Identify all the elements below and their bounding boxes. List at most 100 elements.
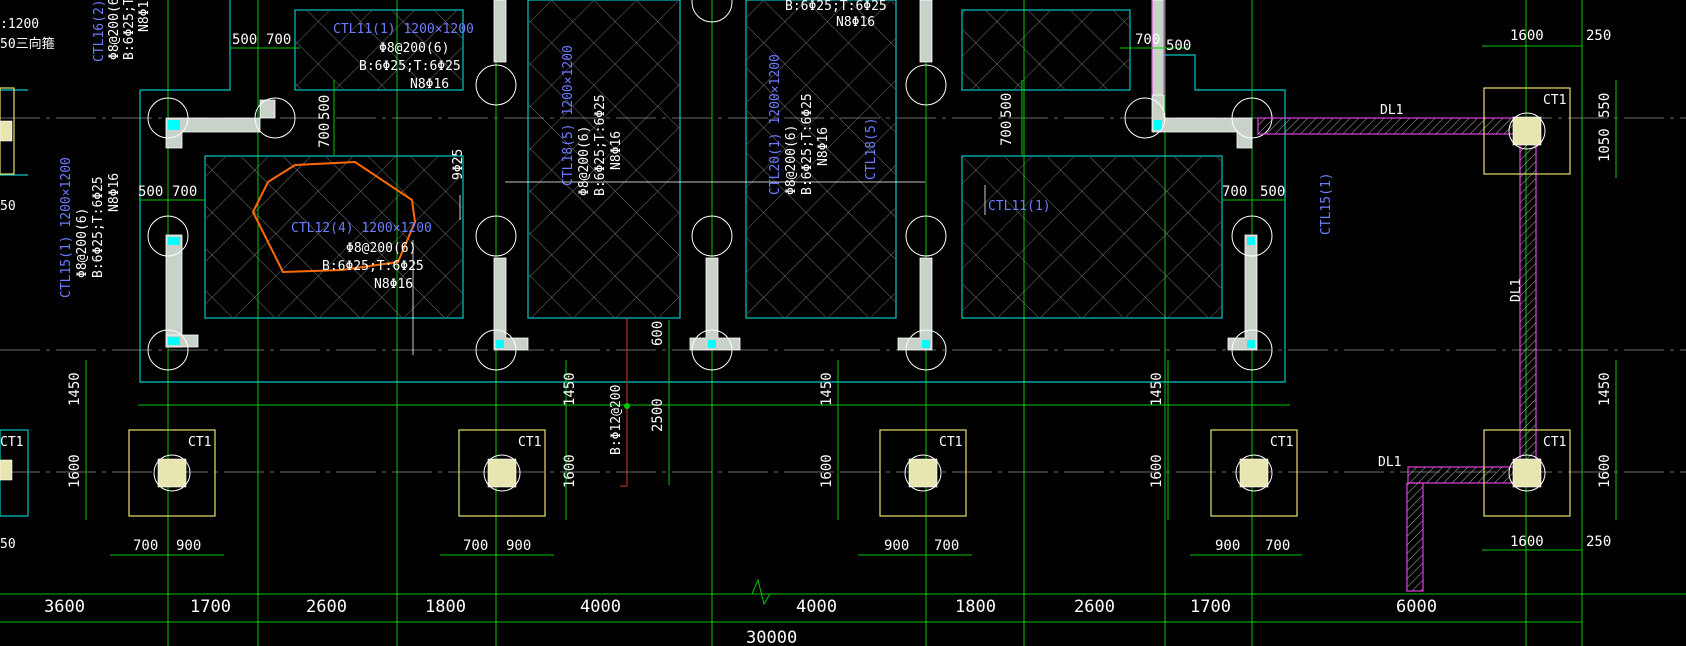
dim-500f: 500 bbox=[1260, 184, 1285, 200]
dim-c2: 700 bbox=[934, 538, 959, 554]
dim-d2: 700 bbox=[1265, 538, 1290, 554]
axis-dim-5: 4000 bbox=[580, 597, 621, 617]
dim-d1: 900 bbox=[1215, 538, 1240, 554]
dim-a1: 700 bbox=[133, 538, 158, 554]
axis-dim-3: 2600 bbox=[306, 597, 347, 617]
left-1200: :1200 bbox=[0, 17, 39, 32]
dim-1450e: 1450 bbox=[1597, 372, 1613, 406]
dim-1600c: 1600 bbox=[819, 454, 835, 488]
leader-node bbox=[624, 403, 630, 409]
dim-b2: 900 bbox=[506, 538, 531, 554]
dim-1600a: 1600 bbox=[67, 454, 83, 488]
ctl20-row2: B:6Φ25;T:6Φ25 bbox=[800, 93, 815, 195]
dim-500a: 500 bbox=[232, 32, 257, 48]
dl1-bottom-label: DL1 bbox=[1378, 455, 1401, 470]
ctl11-label: CTL11(1) 1200×1200 bbox=[333, 22, 474, 37]
dim-500d: 500 bbox=[1166, 38, 1191, 54]
pile-caps-ct1 bbox=[0, 87, 1571, 517]
ctl18-label: CTL18(5) 1200×1200 bbox=[561, 45, 576, 186]
ct1-label-2: CT1 bbox=[518, 435, 541, 450]
shear-wall-columns bbox=[165, 0, 1258, 351]
dim-1600e: 1600 bbox=[1597, 454, 1613, 488]
ctl20-label: CTL20(1) 1200×1200 bbox=[768, 54, 783, 195]
ctl15-left-row1: Φ8@200(6) bbox=[75, 208, 90, 278]
dim-a2: 900 bbox=[176, 538, 201, 554]
axis-dim-9: 1700 bbox=[1190, 597, 1231, 617]
revision-cloud bbox=[251, 160, 417, 274]
dim-700c: 700 bbox=[172, 184, 197, 200]
top-row1: B:6Φ25;T:6Φ25 bbox=[785, 0, 887, 14]
ctl12-row3: N8Φ16 bbox=[374, 277, 413, 292]
dim-500e: 500 bbox=[999, 93, 1015, 118]
dim-r250b: 250 bbox=[1586, 534, 1611, 550]
ctl15-left-row3: N8Φ16 bbox=[107, 173, 122, 212]
ctl12-row1: Φ8@200(6) bbox=[346, 241, 416, 256]
ctl11b-label: CTL11(1) bbox=[988, 199, 1051, 214]
dim-700b: 700 bbox=[317, 123, 333, 148]
axis-dimension-row: 3600 1700 2600 1800 4000 4000 1800 2600 … bbox=[44, 597, 1437, 646]
top-row2: N8Φ16 bbox=[836, 15, 875, 30]
dim-cap-bot: 1600 bbox=[1510, 534, 1544, 550]
axis-dim-1: 3600 bbox=[44, 597, 85, 617]
ct1-label-3: CT1 bbox=[939, 435, 962, 450]
ct1-label-5: CT1 bbox=[1543, 435, 1566, 450]
left-sanzhuang: 50三向箍 bbox=[0, 36, 55, 52]
ctl16-row2: B:6Φ25;T:6 bbox=[122, 0, 137, 60]
ctl11-row1: Φ8@200(6) bbox=[379, 41, 449, 56]
b-bottom-label: B:Φ12@200 bbox=[609, 385, 624, 455]
break-symbol bbox=[740, 578, 800, 606]
dim-c1: 900 bbox=[884, 538, 909, 554]
dim-1450a: 1450 bbox=[67, 372, 83, 406]
nine-phi25: 9Φ25 bbox=[451, 149, 466, 180]
dimension-lines bbox=[0, 45, 1686, 623]
dim-1450d: 1450 bbox=[1149, 372, 1165, 406]
ct1-label-left: CT1 bbox=[0, 435, 23, 450]
dim-1600d: 1600 bbox=[1149, 454, 1165, 488]
ctl16-row3: N8Φ16 bbox=[137, 0, 152, 32]
dim-r250a: 250 bbox=[1586, 28, 1611, 44]
pile-cap-hatching bbox=[206, 1, 1221, 317]
axis-dim-2: 1700 bbox=[190, 597, 231, 617]
ctl15-left-label: CTL15(1) 1200×1200 bbox=[59, 157, 74, 298]
annotation-leaders bbox=[412, 181, 986, 355]
ctl11-row3: N8Φ16 bbox=[410, 77, 449, 92]
dim-r550: 550 bbox=[1597, 93, 1613, 118]
axis-dim-4: 1800 bbox=[425, 597, 466, 617]
ctl20-row1: Φ8@200(6) bbox=[784, 125, 799, 195]
ctl15-right-label: CTL15(1) bbox=[1319, 172, 1334, 235]
slab-outline bbox=[0, 0, 1286, 517]
dl1-right-label: DL1 bbox=[1509, 279, 1524, 302]
dim-cap-top: 1600 bbox=[1510, 28, 1544, 44]
axis-dim-total: 30000 bbox=[746, 628, 797, 646]
wall-column-cores bbox=[168, 120, 1255, 348]
ctl18b-label: CTL18(5) bbox=[864, 117, 879, 180]
dimension-texts: 500 700 500 700 500 700 700 500 500 700 … bbox=[67, 28, 1613, 554]
ctl18-row3: N8Φ16 bbox=[609, 131, 624, 170]
ctl16-label: CTL16(2) 1 bbox=[92, 0, 107, 62]
dim-1450c: 1450 bbox=[819, 372, 835, 406]
dl1-top-label: DL1 bbox=[1380, 103, 1403, 118]
dim-700a: 700 bbox=[266, 32, 291, 48]
dim-r1050: 1050 bbox=[1597, 128, 1613, 162]
ct1-label-1: CT1 bbox=[188, 435, 211, 450]
ctl18-row2: B:6Φ25;T:6Φ25 bbox=[593, 94, 608, 196]
dim-500b: 500 bbox=[317, 95, 333, 120]
dim-b1: 700 bbox=[463, 538, 488, 554]
annotations-white: Φ8@200(6 B:6Φ25;T:6 N8Φ16 :1200 50三向箍 50… bbox=[0, 0, 1566, 552]
dim-500c: 500 bbox=[138, 184, 163, 200]
annotations-blue: CTL16(2) 1 CTL11(1) 1200×1200 CTL15(1) 1… bbox=[59, 0, 1334, 298]
axis-dim-8: 2600 bbox=[1074, 597, 1115, 617]
ctl20-row3: N8Φ16 bbox=[816, 127, 831, 166]
ground-beams bbox=[1257, 117, 1537, 592]
dim-1450b: 1450 bbox=[562, 372, 578, 406]
ct1-label-6: CT1 bbox=[1543, 93, 1566, 108]
dim-1600b: 1600 bbox=[562, 454, 578, 488]
axis-dim-6: 4000 bbox=[796, 597, 837, 617]
dim-700e: 700 bbox=[999, 121, 1015, 146]
left-50b: 50 bbox=[0, 537, 16, 552]
ct1-label-4: CT1 bbox=[1270, 435, 1293, 450]
dim-2500: 2500 bbox=[650, 398, 666, 432]
dim-700d: 700 bbox=[1135, 32, 1160, 48]
ctl12-row2: B:6Φ25;T:6Φ25 bbox=[322, 259, 424, 274]
